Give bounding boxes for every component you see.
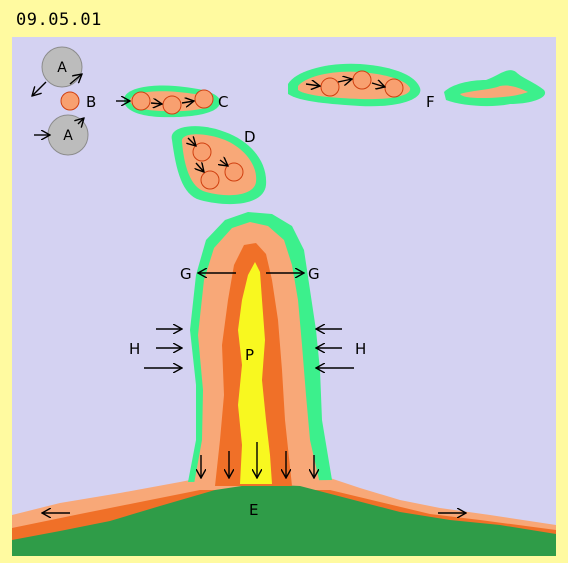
particle-c-3 xyxy=(194,89,214,109)
ground-hill xyxy=(12,484,556,556)
particle-f-1 xyxy=(320,77,340,97)
particle-f-2 xyxy=(352,70,372,90)
particle-d-3 xyxy=(224,162,244,182)
arrow-d-1 xyxy=(188,138,196,146)
label-a-top: A xyxy=(57,60,67,76)
label-a-bottom: A xyxy=(63,128,73,144)
arrow-d-2 xyxy=(196,163,204,172)
arrow-a-bottom-curl xyxy=(78,118,84,124)
label-e: E xyxy=(249,501,258,519)
arrow-f-1 xyxy=(337,79,352,82)
label-f: F xyxy=(426,93,435,111)
arrow-c-2 xyxy=(181,101,194,103)
label-h-right: H xyxy=(355,340,366,358)
date-label: 09.05.01 xyxy=(16,10,102,30)
particle-c-2 xyxy=(162,95,182,115)
particle-c-1 xyxy=(131,91,151,111)
label-c: C xyxy=(218,93,228,111)
label-h-left: H xyxy=(129,340,140,358)
cloud-f2-body xyxy=(460,85,528,98)
arrow-c-1 xyxy=(150,103,162,104)
arrow-a-top-in xyxy=(69,74,82,85)
label-p: P xyxy=(245,346,254,364)
column-core xyxy=(238,262,272,484)
arrow-d-3 xyxy=(220,160,228,166)
arrow-a-top-out xyxy=(32,81,47,96)
particle-b xyxy=(60,91,80,111)
label-g-left: G xyxy=(180,265,192,283)
label-d: D xyxy=(244,128,256,146)
arrows xyxy=(32,74,466,513)
label-b: B xyxy=(86,93,96,111)
arrow-f-in xyxy=(305,84,320,86)
label-g-right: G xyxy=(308,265,320,283)
particle-d-2 xyxy=(200,170,220,190)
particle-d-1 xyxy=(192,142,212,162)
particle-f-3 xyxy=(384,78,404,98)
arrow-f-2 xyxy=(371,83,385,87)
